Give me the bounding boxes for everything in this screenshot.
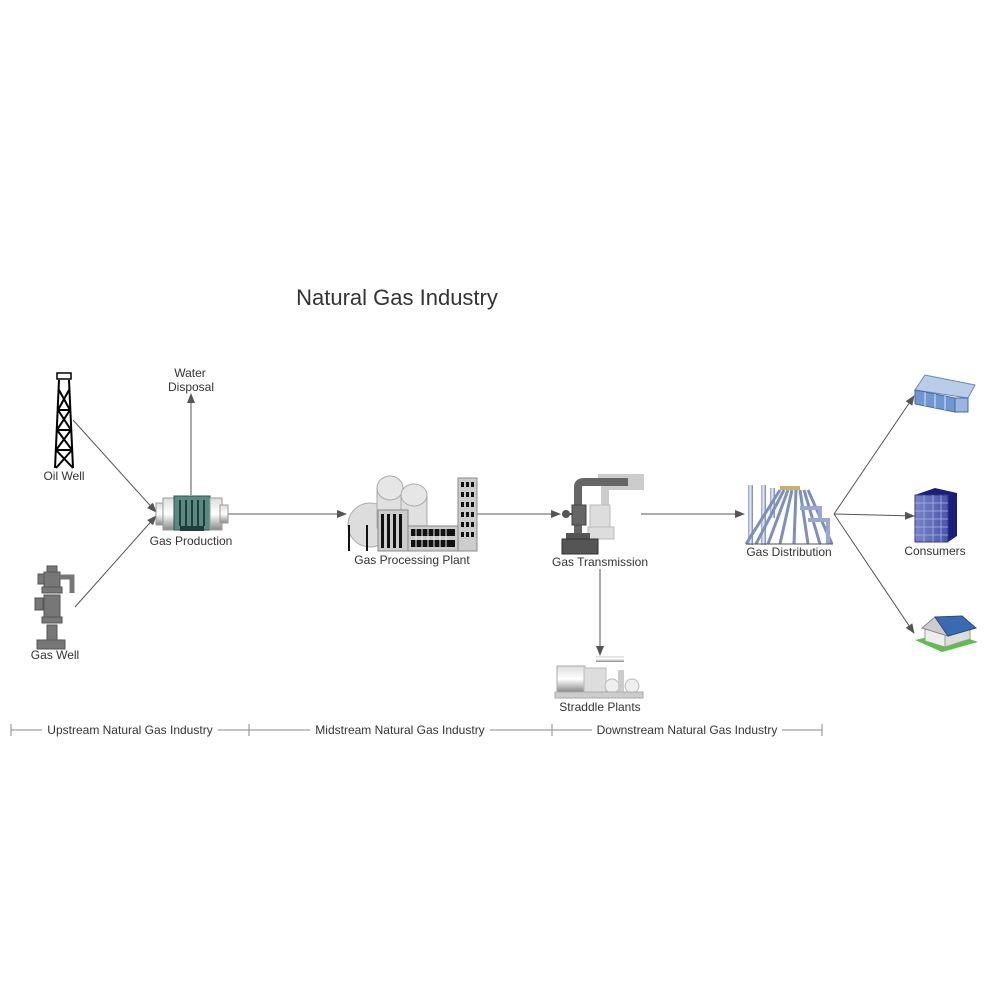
diagram-title: Natural Gas Industry xyxy=(296,285,498,310)
straddle-plants-label: Straddle Plants xyxy=(559,700,640,714)
edge-oil-well-to-production xyxy=(72,419,157,513)
commercial-building-icon[interactable] xyxy=(914,374,976,413)
midstream-label: Midstream Natural Gas Industry xyxy=(315,723,484,737)
gas-production-icon[interactable] xyxy=(155,495,229,531)
downstream-label: Downstream Natural Gas Industry xyxy=(597,723,778,737)
gas-well-label: Gas Well xyxy=(31,648,79,662)
gas-processing-plant-label: Gas Processing Plant xyxy=(354,553,470,567)
water-disposal-label-line2: Disposal xyxy=(168,380,214,394)
edge-distribution-to-residential xyxy=(833,513,915,634)
gas-distribution-label: Gas Distribution xyxy=(746,545,831,559)
edge-distribution-to-commercial xyxy=(833,395,915,515)
oil-well-icon[interactable] xyxy=(54,372,74,469)
oil-well-label: Oil Well xyxy=(43,469,84,483)
residential-house-icon[interactable] xyxy=(915,615,978,652)
gas-well-icon[interactable] xyxy=(34,565,75,650)
gas-distribution-icon[interactable] xyxy=(744,485,834,545)
gas-processing-plant-icon[interactable] xyxy=(347,475,478,552)
edge-distribution-to-consumers xyxy=(833,511,915,520)
gas-transmission-icon[interactable] xyxy=(561,474,644,555)
water-disposal-label-line1: Water xyxy=(174,366,206,380)
consumers-building-icon[interactable] xyxy=(914,488,957,543)
edge-gas-well-to-production xyxy=(74,515,157,608)
consumers-label: Consumers xyxy=(904,544,965,558)
upstream-label: Upstream Natural Gas Industry xyxy=(47,723,212,737)
gas-production-label: Gas Production xyxy=(150,534,233,548)
connectors xyxy=(72,393,915,656)
industry-timeline xyxy=(10,722,823,738)
straddle-plants-icon[interactable] xyxy=(554,656,644,699)
gas-transmission-label: Gas Transmission xyxy=(552,555,648,569)
